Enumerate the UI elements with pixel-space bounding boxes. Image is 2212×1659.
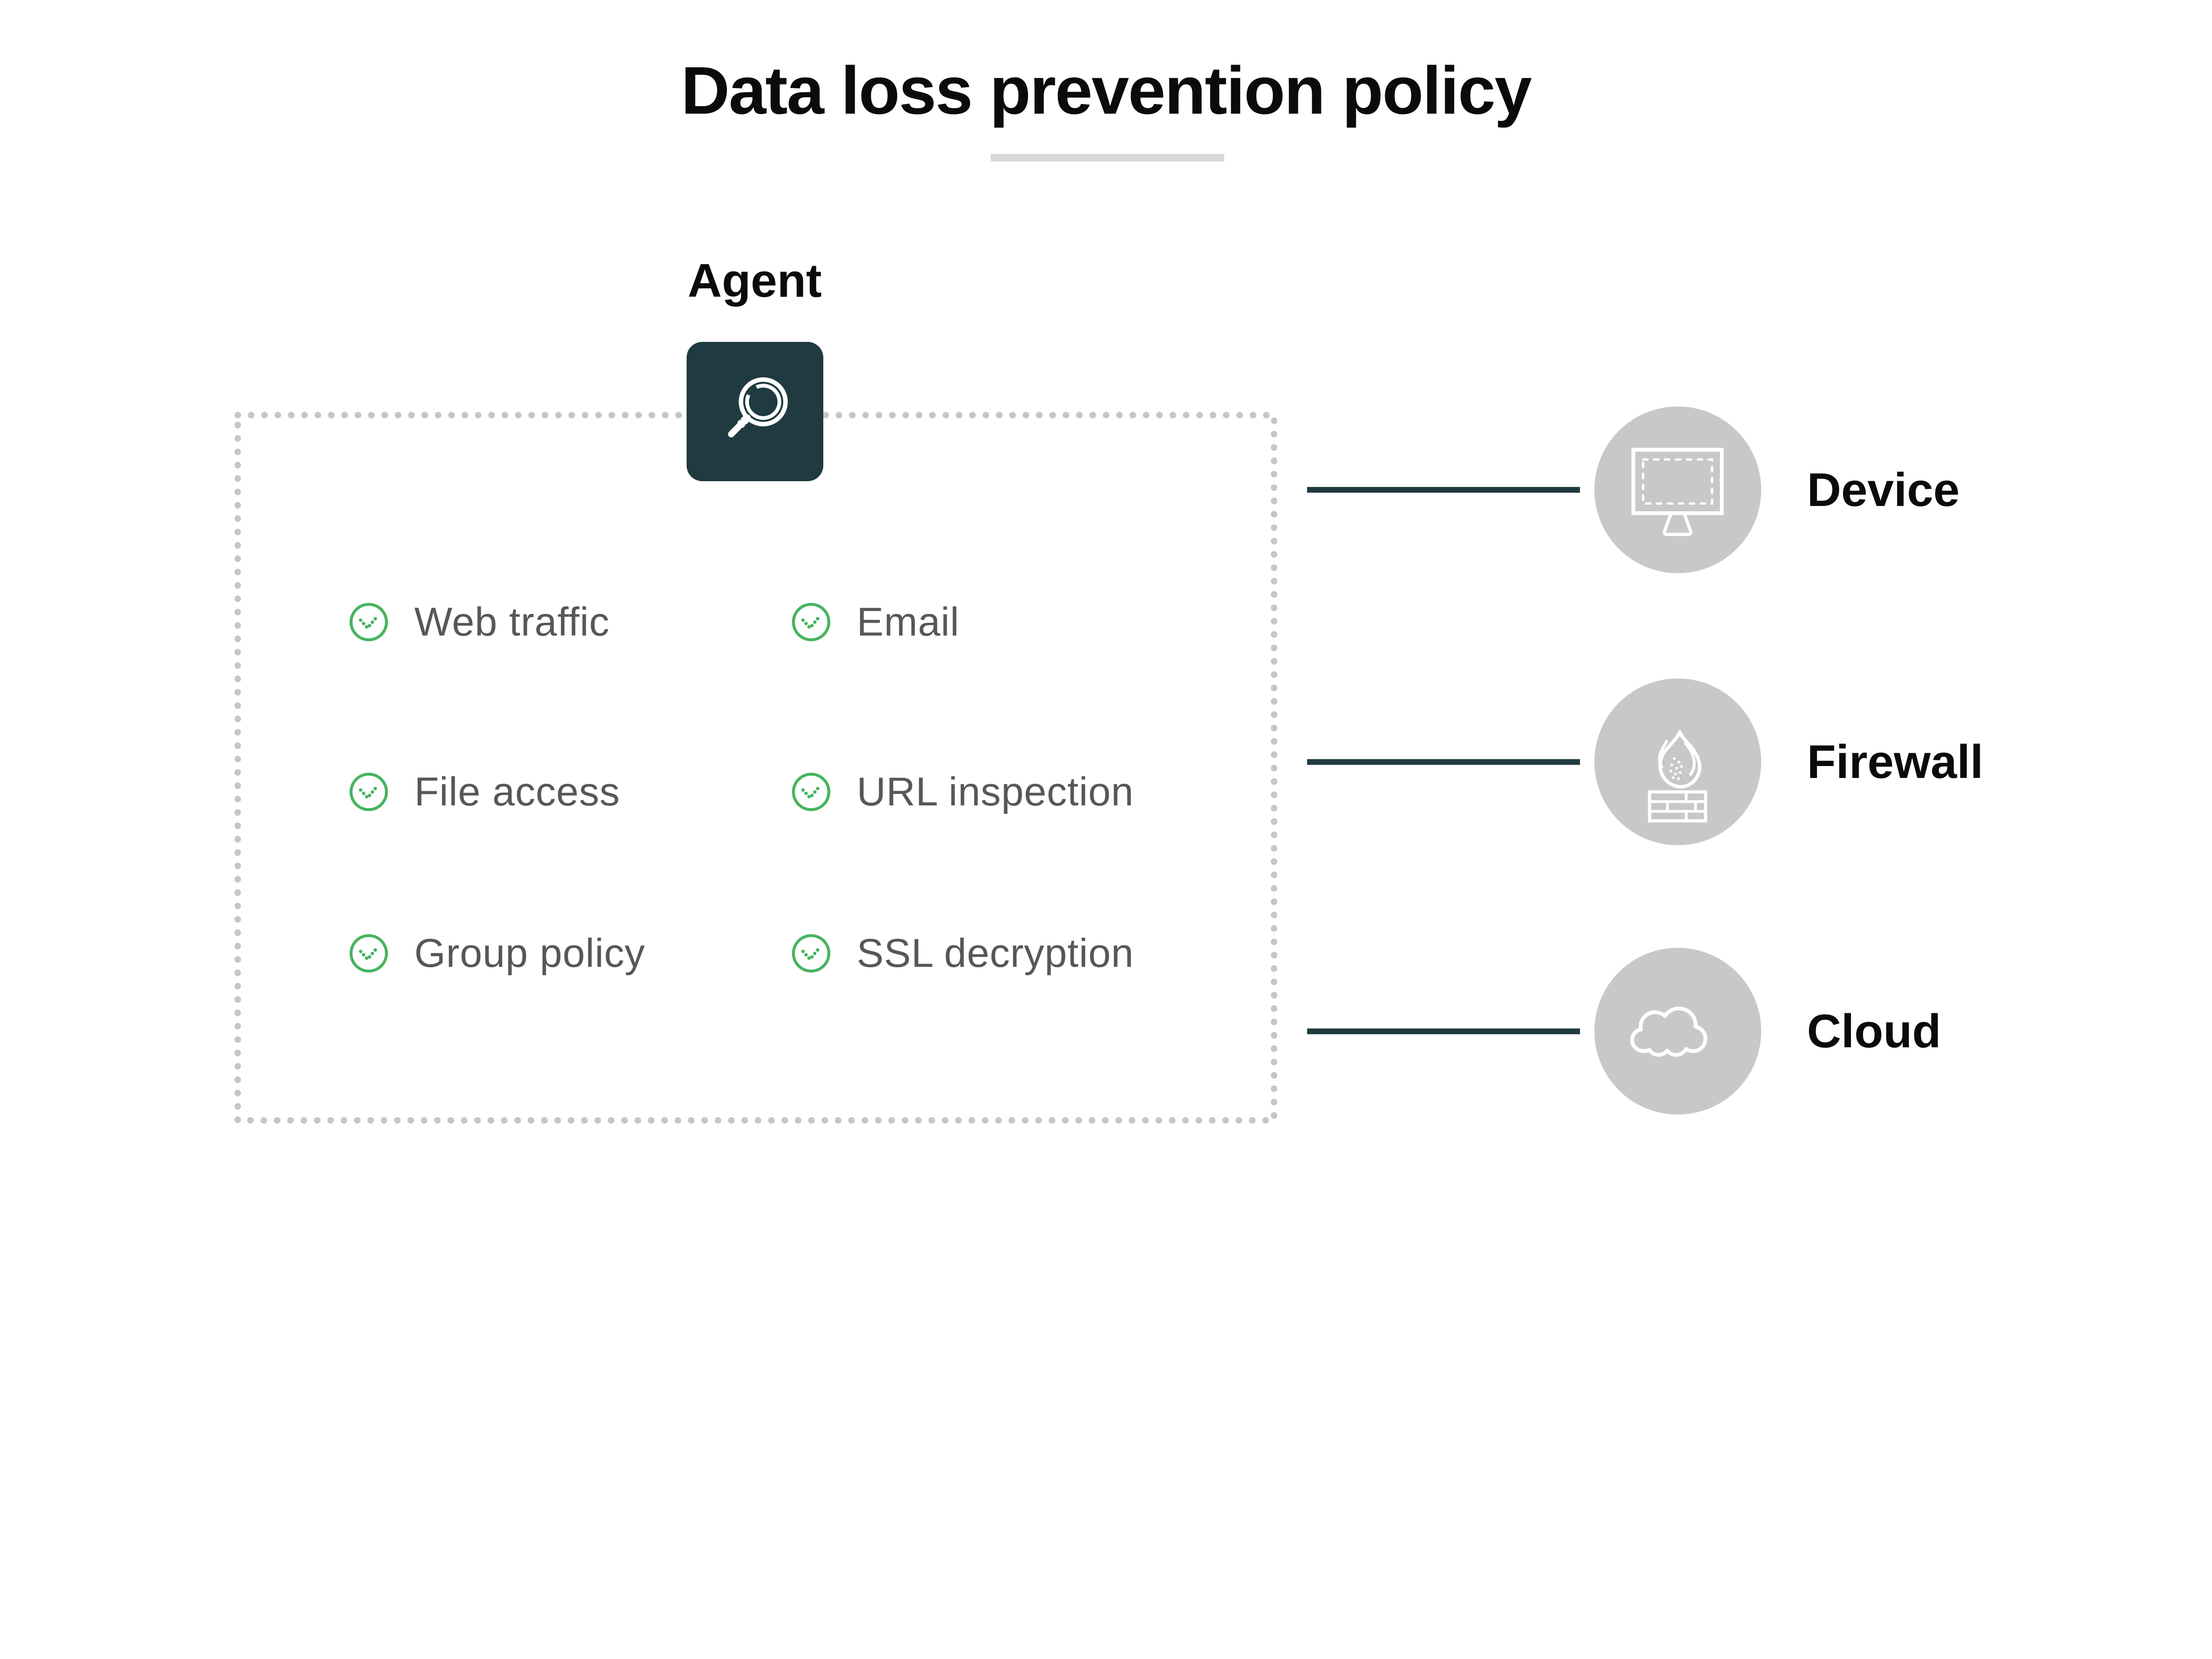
page-title: Data loss prevention policy (681, 53, 1532, 128)
capability-label: File access (414, 770, 620, 814)
capability-item: Group policy (349, 933, 645, 973)
capability-label: Web traffic (414, 600, 610, 644)
magnifier-icon (728, 377, 788, 437)
capability-label: SSL decryption (856, 931, 1134, 976)
capability-label: Group policy (414, 931, 645, 976)
check-icon (349, 773, 388, 811)
capability-item: Email (791, 602, 960, 642)
check-icon (792, 603, 830, 641)
diagram-lines-layer (234, 412, 1580, 1124)
capability-item: File access (349, 772, 620, 812)
agent-scope-dotted-box (234, 412, 1278, 1124)
capability-item: URL inspection (791, 772, 1134, 812)
check-icon (792, 773, 830, 811)
capability-item: SSL decryption (791, 933, 1134, 973)
dlp-policy-diagram: Data loss prevention policy Agent Web tr… (234, 53, 1983, 1124)
firewall-icon (1648, 730, 1708, 823)
endpoint-firewall (1594, 678, 1761, 845)
capability-label: Email (856, 600, 960, 644)
check-icon (349, 934, 388, 973)
check-icon (349, 603, 388, 641)
agent-label: Agent (687, 254, 822, 307)
capability-item: Web traffic (349, 602, 610, 642)
capability-label: URL inspection (856, 770, 1134, 814)
check-icon (792, 934, 830, 973)
title-underline (991, 153, 1224, 161)
cloud-icon (1630, 1006, 1708, 1057)
endpoint-device (1594, 406, 1761, 573)
agent-icon-box (687, 341, 823, 481)
endpoint-label: Firewall (1807, 735, 1983, 788)
flame-speckles (1669, 757, 1683, 780)
endpoint-label: Device (1807, 463, 1960, 516)
monitor-icon (1631, 448, 1724, 536)
endpoint-label: Cloud (1807, 1004, 1941, 1057)
endpoint-cloud (1594, 948, 1761, 1115)
